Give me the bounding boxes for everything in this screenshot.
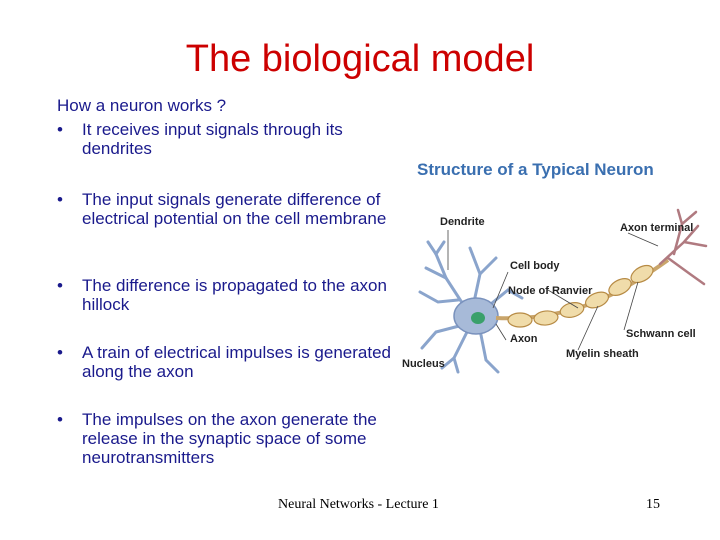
bullet-text: A train of electrical impulses is genera… [82,343,391,381]
dendrites [418,240,524,374]
bullet-marker: • [57,120,63,139]
bullet-item: • The impulses on the axon generate the … [57,410,402,467]
bullet-text: It receives input signals through its de… [82,120,343,158]
myelin-sheath [507,264,654,328]
label-axon-terminal: Axon terminal [620,222,694,234]
label-node-of-ranvier: Node of Ranvier [508,285,593,297]
label-nucleus: Nucleus [402,358,445,370]
label-myelin-sheath: Myelin sheath [566,348,639,360]
label-cell-body: Cell body [510,260,560,272]
label-schwann-cell: Schwann cell [626,328,696,340]
bullet-item: • It receives input signals through its … [57,120,402,158]
slide-title: The biological model [185,38,535,80]
label-dendrite: Dendrite [440,216,485,228]
page-number: 15 [646,497,660,512]
bullet-marker: • [57,343,63,362]
intro-text: How a neuron works ? [57,96,227,115]
bullet-text: The difference is propagated to the axon… [82,276,387,314]
bullet-marker: • [57,410,63,429]
bullet-item: • A train of electrical impulses is gene… [57,343,402,381]
label-axon: Axon [510,333,538,345]
leader-lines [447,230,659,351]
bullet-marker: • [57,190,63,209]
figure-title: Structure of a Typical Neuron [417,160,654,179]
bullet-text: The impulses on the axon generate the re… [82,410,377,467]
bullet-item: • The difference is propagated to the ax… [57,276,402,314]
bullet-marker: • [57,276,63,295]
bullet-item: • The input signals generate difference … [57,190,402,228]
footer-text: Neural Networks - Lecture 1 [278,497,439,512]
neuron-illustration [418,208,708,374]
neuron-diagram: Structure of a Typical Neuron Dendrite A… [398,150,714,382]
bullet-text: The input signals generate difference of… [82,190,387,228]
nucleus [471,312,485,324]
axon-terminals [658,208,708,286]
